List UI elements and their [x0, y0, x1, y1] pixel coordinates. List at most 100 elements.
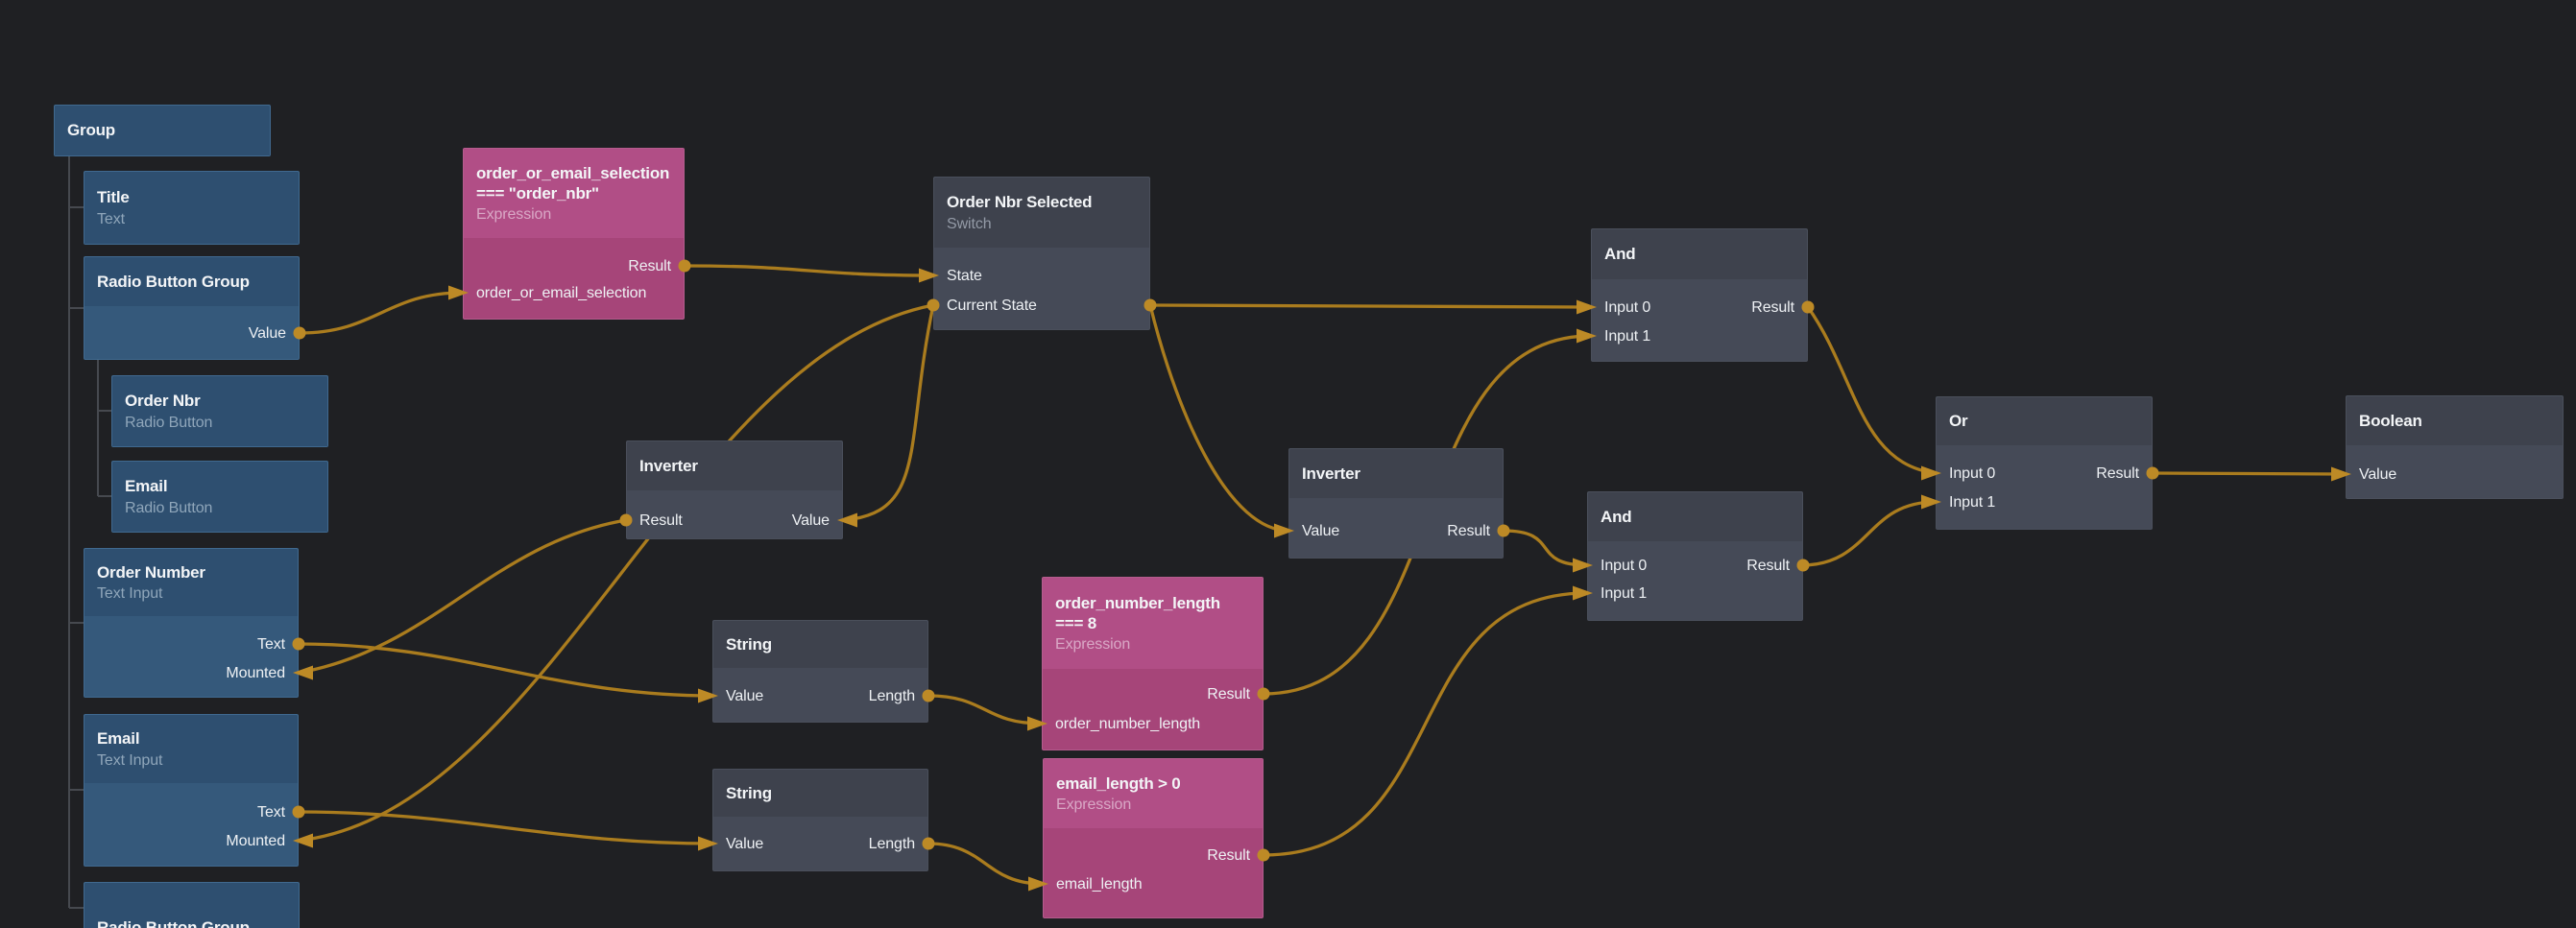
connection-wire[interactable] [684, 264, 934, 277]
port-label-in0[interactable]: Input 0 [1604, 299, 1651, 316]
port-row[interactable]: Value Length [713, 836, 927, 853]
node-title: email_length > 0 [1056, 773, 1181, 793]
port-row[interactable]: order_or_email_selection [464, 285, 684, 302]
node-subtitle: Text [97, 210, 125, 227]
port-label-result[interactable]: Result [2096, 465, 2139, 482]
port-row[interactable]: Input 1 [1937, 494, 2152, 512]
port-row[interactable]: Result Value [627, 512, 842, 530]
connection-wire[interactable] [927, 842, 1044, 886]
connection-wire[interactable] [2152, 471, 2347, 476]
port-row[interactable]: Text [84, 636, 298, 654]
port-label-length[interactable]: Length [868, 836, 915, 852]
port-row[interactable]: Result [1043, 686, 1263, 703]
port-label-value[interactable]: Value [726, 688, 764, 704]
port-label-result[interactable]: Result [1746, 558, 1790, 574]
port-row[interactable]: Mounted [84, 833, 298, 850]
port-row[interactable]: Mounted [84, 665, 298, 682]
port-label-in0[interactable]: Input 0 [1601, 558, 1648, 574]
port-label-in1[interactable]: Input 1 [1949, 494, 1996, 511]
port-row[interactable]: Result [464, 258, 684, 275]
connection-wire[interactable] [842, 304, 935, 522]
node-group[interactable]: Group [54, 105, 271, 156]
port-row[interactable]: Result [1044, 847, 1263, 865]
port-label-value[interactable]: Value [791, 512, 830, 529]
connection-wire[interactable] [298, 642, 713, 698]
port-row[interactable]: Current State [934, 297, 1149, 315]
node-header: Group [55, 106, 270, 155]
port-label-current_state[interactable]: Current State [947, 297, 1037, 314]
port-label-value[interactable]: Value [726, 836, 764, 852]
connection-wire[interactable] [298, 810, 713, 845]
node-title: Inverter [639, 456, 698, 475]
node-subtitle: Text Input [97, 585, 163, 603]
port-label-value[interactable]: Value [2359, 466, 2397, 483]
port-label-length[interactable]: Length [868, 688, 915, 704]
connection-wire[interactable] [1806, 306, 1937, 475]
port-label-result[interactable]: Result [1447, 523, 1490, 539]
port-row[interactable]: Input 0 Result [1937, 465, 2152, 483]
port-row[interactable]: Value [84, 325, 299, 343]
port-row[interactable]: State [934, 268, 1149, 285]
port-row[interactable]: Input 0 Result [1592, 299, 1807, 317]
port-row[interactable]: Value Length [713, 688, 927, 705]
port-label-text[interactable]: Text [257, 636, 285, 653]
connection-wire[interactable] [1149, 303, 1592, 309]
port-label-expr_in[interactable]: order_or_email_selection [476, 285, 647, 301]
connection-wire[interactable] [1148, 304, 1289, 533]
port-row[interactable]: email_length [1044, 876, 1263, 893]
port-label-value[interactable]: Value [1302, 523, 1340, 539]
connection-wire[interactable] [298, 303, 934, 843]
port-label-in1[interactable]: Input 1 [1601, 585, 1648, 602]
port-label-expr_in[interactable]: email_length [1056, 876, 1143, 892]
port-row[interactable]: Value Result [1289, 523, 1503, 540]
node-title: Order Nbr [125, 392, 201, 411]
port-label-in1[interactable]: Input 1 [1604, 328, 1651, 345]
port-label-state[interactable]: State [947, 268, 982, 284]
port-row[interactable]: Value [2347, 466, 2563, 484]
port-label-value[interactable]: Value [248, 325, 286, 342]
port-label-result[interactable]: Result [1207, 686, 1250, 702]
connection-wire[interactable] [927, 694, 1043, 726]
port-label-mounted[interactable]: Mounted [226, 665, 285, 681]
port-label-text[interactable]: Text [257, 804, 285, 821]
port-row[interactable]: Text [84, 804, 298, 821]
port-label-mounted[interactable]: Mounted [226, 833, 285, 849]
port-row[interactable]: order_number_length [1043, 716, 1263, 733]
port-label-in0[interactable]: Input 0 [1949, 465, 1996, 482]
port-label-result[interactable]: Result [1207, 847, 1250, 864]
connection-wire[interactable] [299, 291, 464, 335]
connection-wire[interactable] [1503, 529, 1588, 567]
node-title: order_number_length === 8 [1055, 593, 1220, 632]
node-radio-button-group-2[interactable]: Radio Button Group [84, 882, 300, 928]
port-label-result[interactable]: Result [639, 512, 683, 529]
port-row[interactable]: Input 1 [1592, 328, 1807, 345]
node-expression-order-or-email[interactable]: order_or_email_selection === "order_nbr"… [463, 148, 685, 320]
port-label-result[interactable]: Result [1751, 299, 1794, 316]
connection-wire[interactable] [1263, 591, 1588, 857]
connection-wire[interactable] [298, 518, 627, 675]
port-label-result[interactable]: Result [628, 258, 671, 274]
connection-wire[interactable] [1802, 500, 1937, 567]
port-label-expr_in[interactable]: order_number_length [1055, 716, 1201, 732]
port-row[interactable]: Input 0 Result [1588, 558, 1802, 575]
port-row[interactable]: Input 1 [1588, 585, 1802, 603]
